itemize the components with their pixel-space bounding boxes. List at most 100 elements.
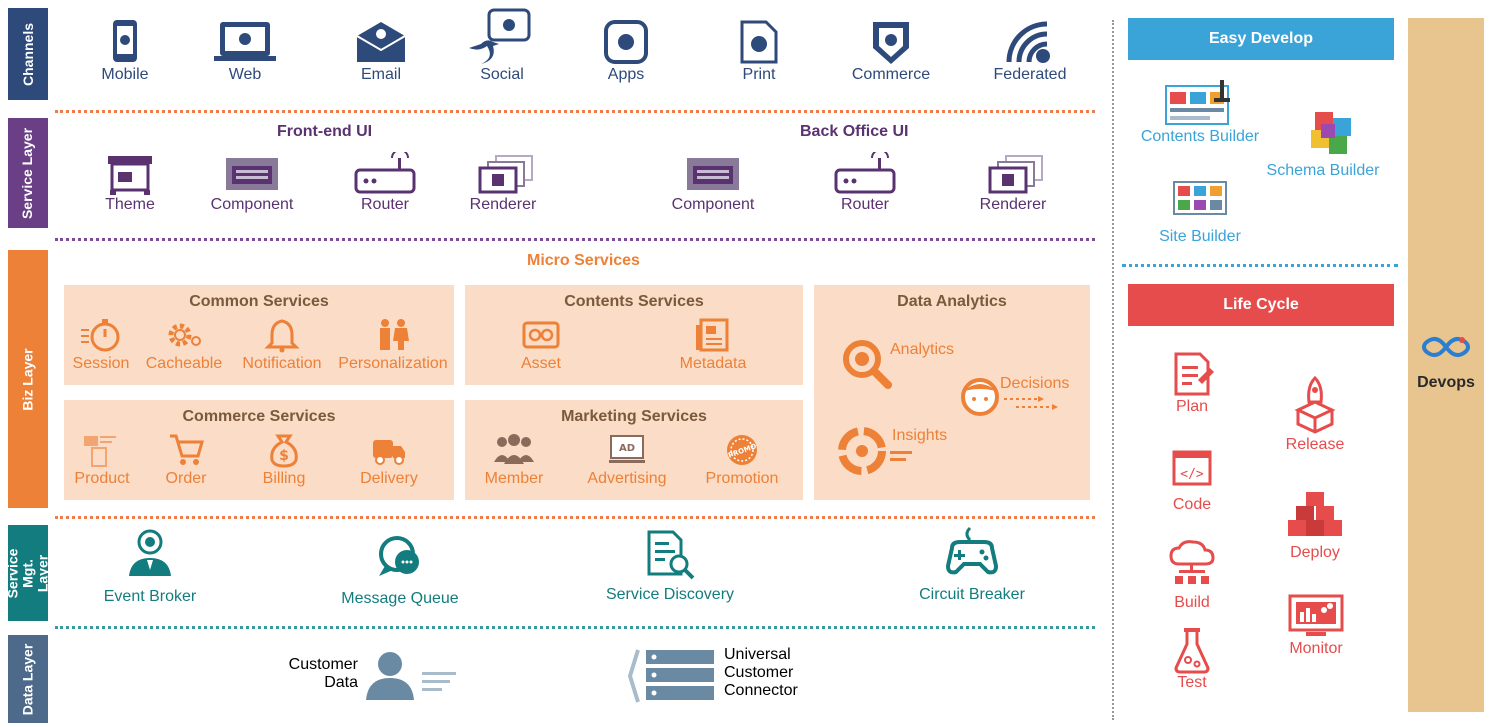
- product-item: Product: [70, 432, 134, 488]
- billing-item: $ Billing: [254, 432, 314, 488]
- lifecycle-plan: Plan: [1162, 350, 1222, 416]
- frontend-component: Component: [202, 152, 302, 214]
- customer-data-line1: Customer: [288, 656, 358, 673]
- event-broker: Event Broker: [90, 528, 210, 606]
- separator-mgt: [55, 626, 1095, 629]
- theme-icon: [108, 156, 152, 195]
- right-panel-separator: [1122, 264, 1398, 267]
- cacheable-item: Cacheable: [142, 317, 226, 373]
- schema-builder-label: Schema Builder: [1266, 162, 1380, 179]
- service-item-label: Component: [210, 196, 294, 213]
- member-label: Member: [484, 470, 544, 487]
- life-cycle-header: Life Cycle: [1128, 284, 1394, 326]
- advertising-item: AD Advertising: [579, 432, 675, 488]
- social-bird-icon: [469, 8, 531, 64]
- connector-line1: Universal: [724, 646, 791, 663]
- promotion-label: Promotion: [705, 470, 779, 487]
- group-icon: [494, 434, 534, 464]
- router-icon: [834, 152, 896, 194]
- metadata-item: Metadata: [671, 317, 755, 373]
- service-mgt-layer-band: Service Mgt. Layer: [4, 525, 51, 621]
- channel-email: Email: [350, 18, 412, 84]
- cubes-icon: [1288, 492, 1342, 536]
- advertising-label: Advertising: [587, 470, 667, 487]
- lifecycle-deploy: Deploy: [1282, 488, 1348, 562]
- channel-label: Federated: [993, 66, 1067, 83]
- notification-label: Notification: [242, 355, 322, 372]
- mgt-label: Circuit Breaker: [919, 586, 1025, 603]
- channel-label: Email: [360, 66, 401, 83]
- insights-label: Insights: [892, 427, 948, 444]
- newspaper-icon: [696, 318, 729, 352]
- rocket-box-icon: [1294, 375, 1336, 434]
- notification-item: Notification: [236, 317, 328, 373]
- renderer-icon: [988, 155, 1043, 194]
- service-discovery: Service Discovery: [600, 528, 740, 604]
- lifecycle-label: Code: [1172, 496, 1212, 513]
- lifecycle-label: Test: [1177, 674, 1207, 691]
- infinity-loop-icon: [1422, 336, 1470, 358]
- cloud-network-icon: [1169, 540, 1215, 584]
- channels-band: Channels: [8, 8, 48, 100]
- commerce-services-box: Commerce Services Product Order $ Billin…: [64, 400, 454, 500]
- router-icon: [354, 152, 416, 194]
- gamepad-icon: [945, 526, 999, 575]
- lifecycle-build: Build: [1162, 538, 1222, 612]
- common-services-box: Common Services Session Cacheable Notifi…: [64, 285, 454, 385]
- people-icon: [380, 319, 409, 350]
- mgt-label: Service Discovery: [605, 586, 735, 603]
- film-reel-icon: [522, 321, 560, 349]
- asset-label: Asset: [520, 355, 561, 372]
- member-item: Member: [479, 432, 549, 488]
- svg-text:AD: AD: [619, 443, 635, 454]
- chat-bubbles-icon: [379, 536, 419, 576]
- backoffice-component: Component: [663, 152, 763, 214]
- gear-icon: [168, 323, 201, 347]
- frontend-router: Router: [350, 152, 420, 214]
- mobile-icon: [113, 20, 137, 62]
- service-mgt-band-label: Service Mgt. Layer: [4, 548, 51, 598]
- lifecycle-release: Release: [1282, 374, 1348, 454]
- stopwatch-icon: [81, 319, 120, 352]
- dashboard-builder-icon: [1165, 80, 1230, 125]
- billboard-icon: AD: [609, 435, 645, 463]
- connector-line3: Connector: [724, 682, 798, 699]
- channel-label: Apps: [607, 66, 645, 83]
- vertical-separator: [1112, 20, 1114, 720]
- session-label: Session: [72, 355, 130, 372]
- data-analytics-box: Data Analytics Analytics Decisions Insig…: [814, 285, 1090, 500]
- svg-text:</>: </>: [1180, 467, 1204, 482]
- lifecycle-code: </> Code: [1162, 448, 1222, 514]
- metadata-label: Metadata: [679, 355, 747, 372]
- lifecycle-label: Build: [1174, 594, 1210, 611]
- product-card-icon: [84, 436, 116, 467]
- personalization-label: Personalization: [338, 355, 448, 372]
- connector-line2: Customer: [724, 664, 794, 681]
- devops-label: Devops: [1417, 374, 1475, 391]
- channel-commerce: Commerce: [846, 18, 936, 84]
- universal-connector-label: Universal Customer Connector: [724, 646, 798, 700]
- decisions-label: Decisions: [1000, 375, 1070, 392]
- channel-label: Mobile: [101, 66, 149, 83]
- channel-label: Print: [742, 66, 776, 83]
- personalization-item: Personalization: [334, 317, 452, 373]
- backoffice-renderer: Renderer: [975, 152, 1051, 214]
- site-builder-label: Site Builder: [1159, 228, 1241, 245]
- plan-document-icon: [1174, 352, 1214, 396]
- channel-print: Print: [729, 18, 789, 84]
- service-item-label: Router: [840, 196, 890, 213]
- analytics-label: Analytics: [890, 341, 955, 358]
- promotion-item: PROMO Promotion: [697, 432, 787, 488]
- pie-insights-icon: [838, 427, 912, 475]
- schema-builder: Schema Builder: [1260, 108, 1386, 180]
- cart-icon: [170, 434, 204, 465]
- service-layer-band-label: Service Layer: [19, 127, 36, 219]
- face-decisions-icon: [961, 378, 999, 416]
- order-label: Order: [165, 470, 207, 487]
- message-queue: Message Queue: [334, 532, 466, 608]
- component-icon: [687, 158, 739, 190]
- frontend-ui-title: Front-end UI: [277, 123, 373, 140]
- wifi-signal-icon: [1006, 21, 1050, 63]
- separator-service: [55, 238, 1095, 241]
- target-person-icon: [129, 529, 171, 576]
